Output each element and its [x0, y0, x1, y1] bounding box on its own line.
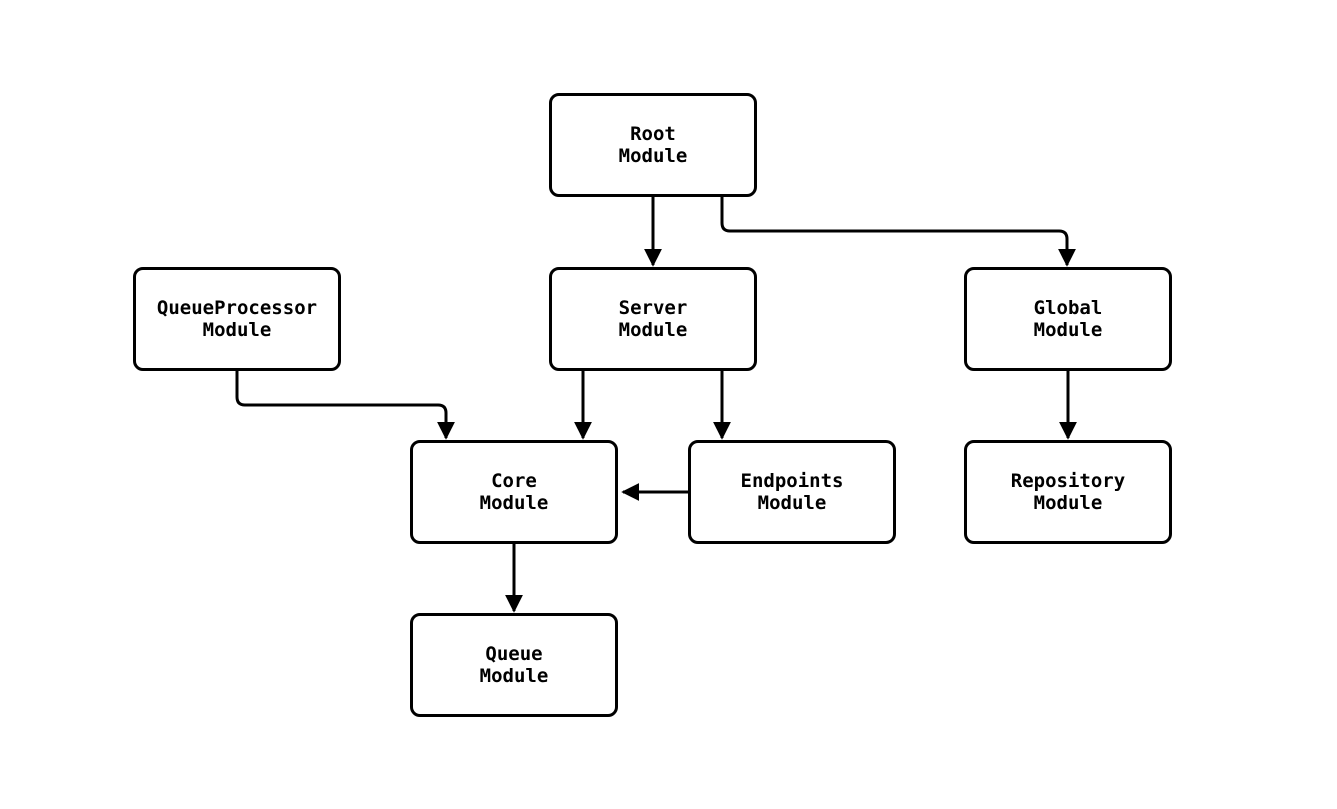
node-label-line: Module — [479, 665, 549, 687]
node-label-line: Queue — [485, 643, 543, 665]
node-label-line: Module — [757, 492, 827, 514]
node-label-line: Server — [618, 297, 688, 319]
node-label-line: Module — [618, 145, 688, 167]
node-label-line: Endpoints — [740, 470, 844, 492]
edge-queueprocessor-to-core — [235, 371, 455, 440]
node-label-line: Module — [479, 492, 549, 514]
node-label-line: Module — [202, 319, 272, 341]
node-label-line: Module — [618, 319, 688, 341]
node-label-line: Root — [630, 123, 676, 145]
node-label-line: QueueProcessor — [156, 297, 318, 319]
node-label-line: Module — [1033, 492, 1103, 514]
node-label-line: Repository — [1010, 470, 1126, 492]
node-label-line: Core — [491, 470, 537, 492]
node-label-line: Global — [1033, 297, 1103, 319]
node-label-line: Module — [1033, 319, 1103, 341]
edge-root-to-global — [720, 197, 1076, 267]
